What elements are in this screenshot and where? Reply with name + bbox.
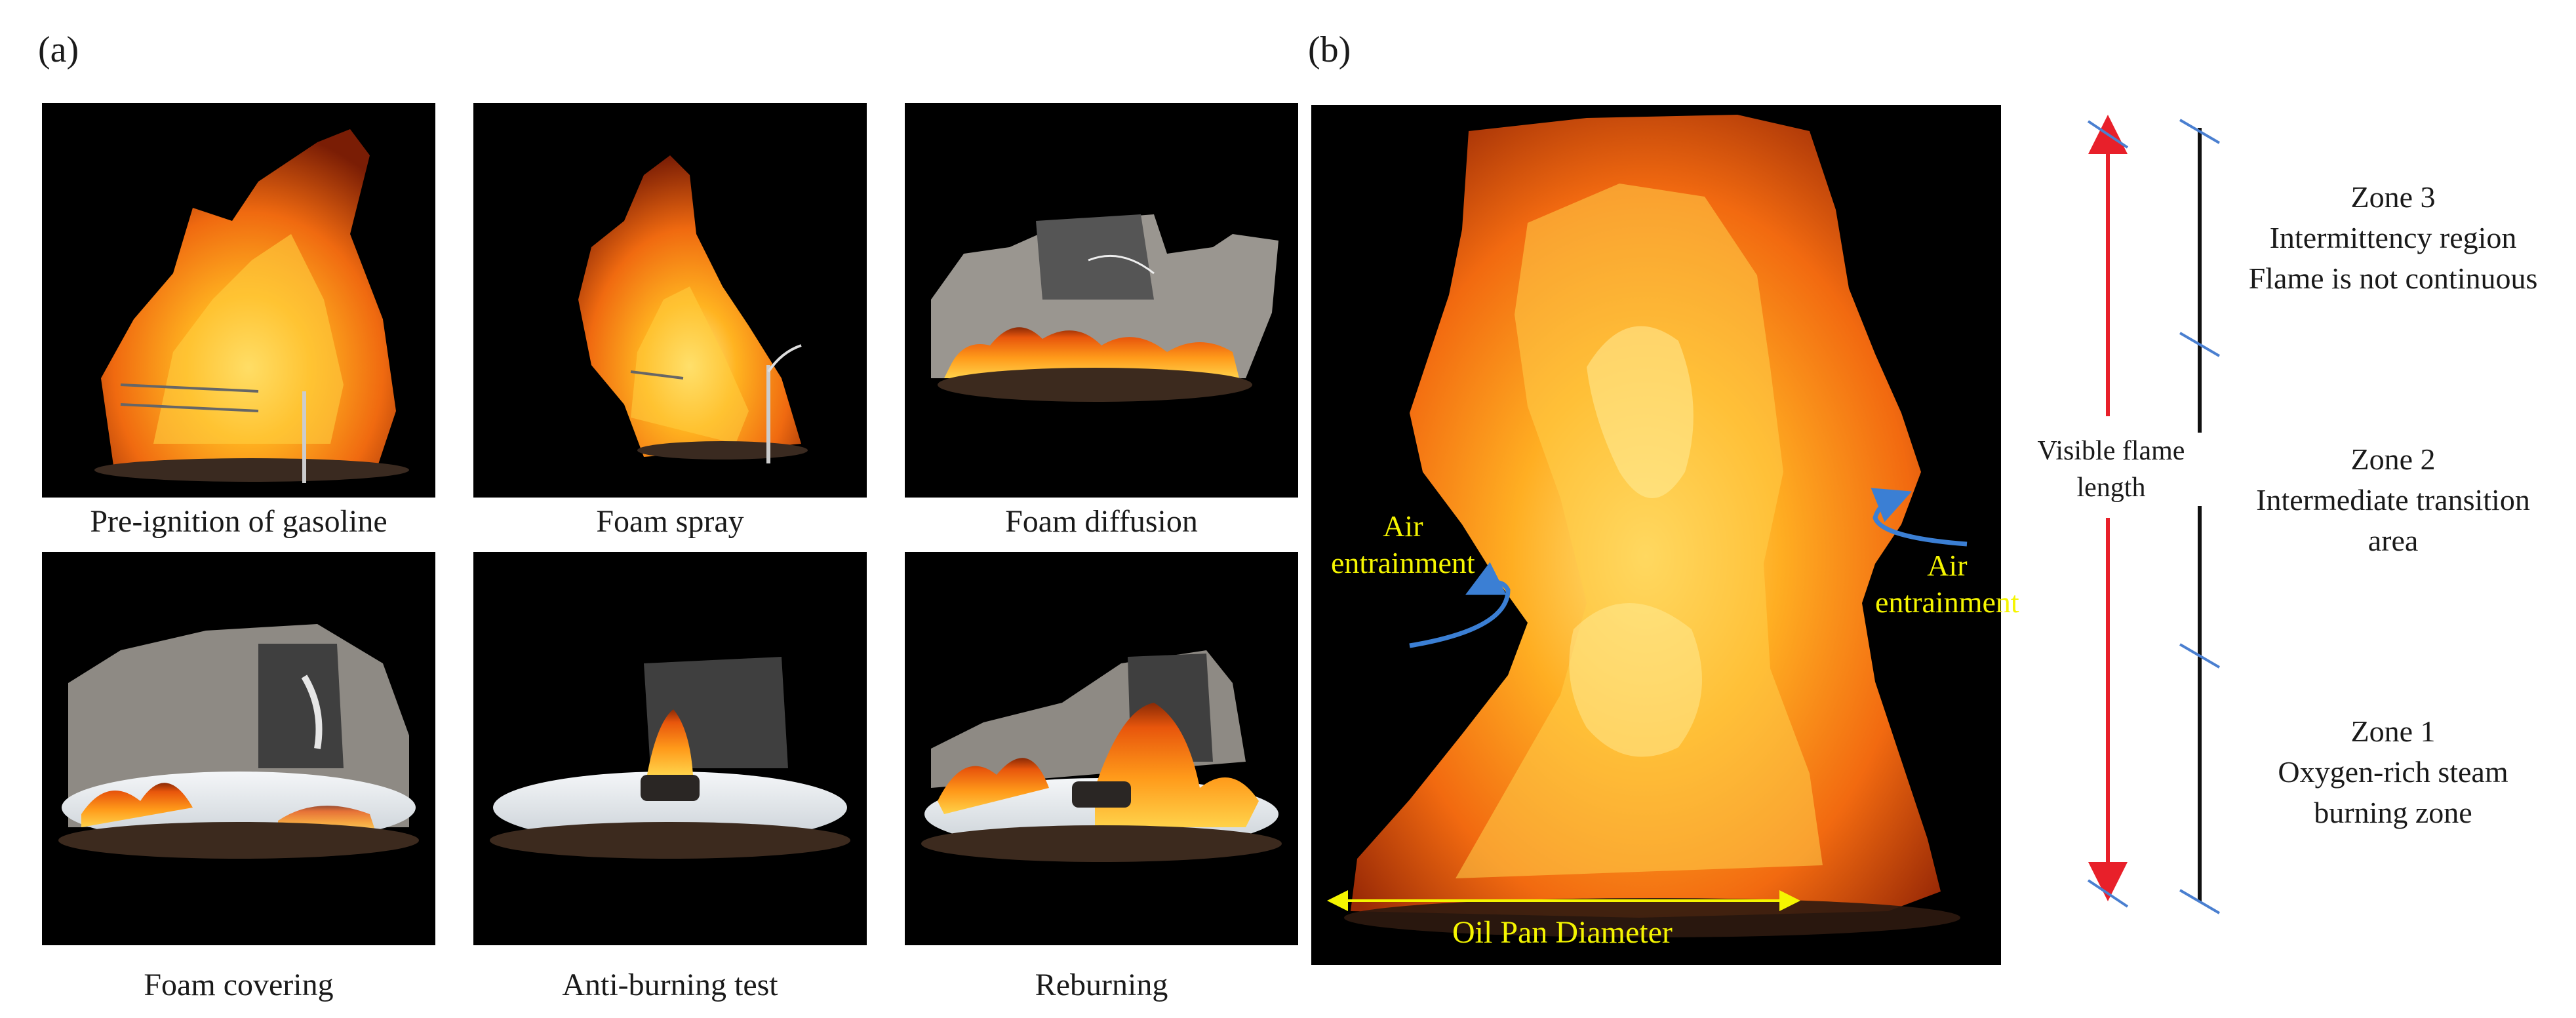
- air-entrainment-right-label: Air entrainment: [1875, 549, 2019, 619]
- caption-foam-spray: Foam spray: [596, 504, 744, 539]
- caption-foam-diffusion: Foam diffusion: [1005, 504, 1198, 539]
- caption-reburning: Reburning: [1035, 968, 1168, 1002]
- reburning-fire-photo: [905, 552, 1298, 945]
- oil-pan-diameter-label: Oil Pan Diameter: [1452, 915, 1673, 950]
- caption-pre-ignition: Pre-ignition of gasoline: [90, 504, 387, 539]
- visible-flame-length-label: Visible flame length: [2019, 433, 2203, 506]
- air-entrainment-left-label: Air entrainment: [1331, 509, 1475, 579]
- foam-covering-fire-photo: [42, 552, 435, 945]
- pre-ignition-fire-photo: [42, 103, 435, 498]
- foam-diffusion-fire-photo: [905, 103, 1298, 498]
- anti-burning-test-photo: [473, 552, 867, 945]
- caption-foam-covering: Foam covering: [144, 968, 334, 1002]
- zone-2-label: Zone 2 Intermediate transition area: [2256, 442, 2530, 557]
- panel-a-label: (a): [38, 29, 79, 70]
- panel-b-label: (b): [1308, 29, 1351, 70]
- zone-3-label: Zone 3 Intermittency region Flame is not…: [2248, 180, 2538, 295]
- foam-spray-fire-photo: [473, 103, 867, 498]
- zone-1-label: Zone 1 Oxygen-rich steam burning zone: [2278, 715, 2508, 829]
- caption-anti-burning-test: Anti-burning test: [562, 968, 778, 1002]
